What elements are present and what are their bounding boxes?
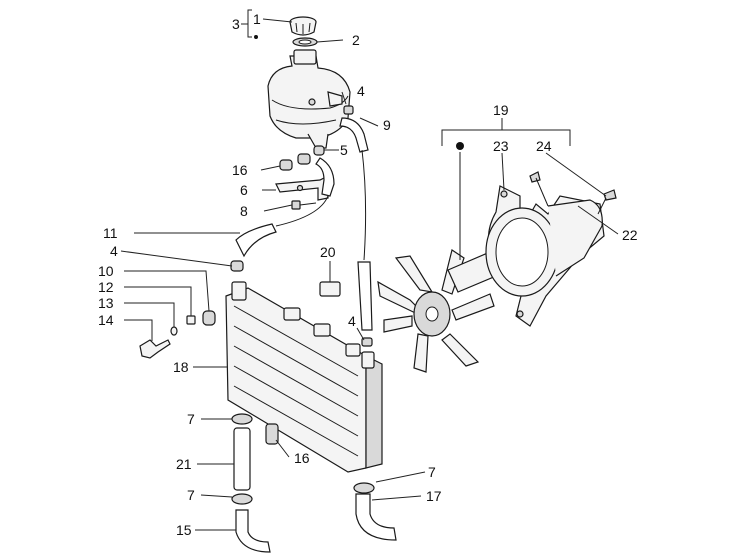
- callout-2: 2: [352, 32, 360, 48]
- callout-13: 13: [98, 295, 114, 311]
- fan-shroud: [485, 171, 617, 327]
- leader-lines: [120, 18, 619, 531]
- filler-cap: [289, 16, 317, 36]
- callout-17: 17: [426, 488, 442, 504]
- callout-7: 7: [187, 411, 195, 427]
- group-bracket-19: [441, 118, 571, 146]
- callout-3: 3: [232, 16, 240, 32]
- callout-4: 4: [110, 243, 118, 259]
- callout-19: 19: [493, 102, 509, 118]
- radiator: [225, 281, 383, 473]
- callout-9: 9: [383, 117, 391, 133]
- lower-hose: [235, 493, 397, 553]
- callout-labels: 1 2 3 4 9 5 16 6 8 11 4 10 12 13 14 18 2…: [98, 11, 638, 538]
- callout-21: 21: [176, 456, 192, 472]
- expansion-tank: [267, 49, 351, 149]
- callout-16: 16: [232, 162, 248, 178]
- callout-5: 5: [340, 142, 348, 158]
- callout-7: 7: [428, 464, 436, 480]
- upper-hose: [233, 423, 279, 491]
- callout-14: 14: [98, 312, 114, 328]
- group-bracket-3: [241, 9, 258, 39]
- tank-bracket: [275, 175, 329, 201]
- callout-15: 15: [176, 522, 192, 538]
- rubber-mounts: [279, 105, 354, 171]
- fixing-screw: [291, 200, 317, 210]
- callout-1: 1: [253, 11, 261, 27]
- hose-clamps: [231, 413, 375, 505]
- callout-8: 8: [240, 203, 248, 219]
- cap-seal: [292, 37, 318, 47]
- callout-20: 20: [320, 244, 336, 260]
- callout-23: 23: [493, 138, 509, 154]
- callout-6: 6: [240, 182, 248, 198]
- callout-4: 4: [357, 83, 365, 99]
- callout-12: 12: [98, 279, 114, 295]
- callout-24: 24: [536, 138, 552, 154]
- callout-16: 16: [294, 450, 310, 466]
- callout-7: 7: [187, 487, 195, 503]
- cooling-fan: [377, 142, 497, 373]
- callout-4: 4: [348, 313, 356, 329]
- callout-11: 11: [103, 225, 118, 241]
- callout-10: 10: [98, 263, 114, 279]
- radiator-mount-kit: [139, 260, 373, 359]
- callout-18: 18: [173, 359, 189, 375]
- callout-22: 22: [622, 227, 638, 243]
- overflow-hose: [235, 117, 373, 331]
